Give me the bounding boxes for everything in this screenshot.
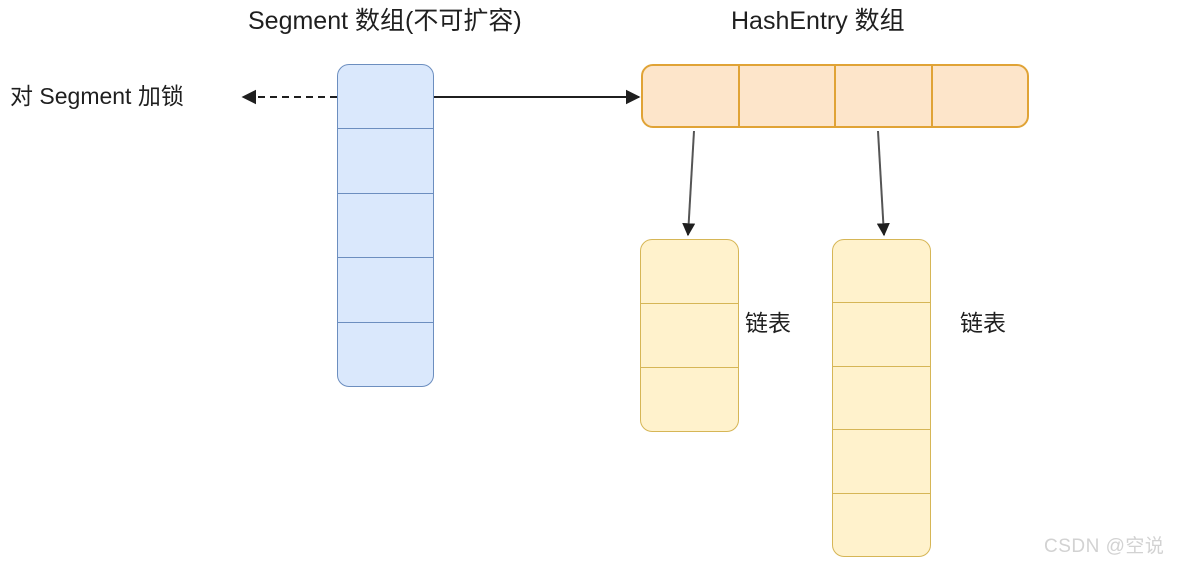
linked-list-node (833, 365, 930, 429)
lock-segment-label: 对 Segment 加锁 (10, 83, 184, 109)
segment-array-title: Segment 数组(不可扩容) (248, 7, 522, 35)
hashentry-cell (834, 66, 931, 126)
hashentry-cell3-to-list2-arrow (876, 130, 890, 237)
hashentry-cell (930, 66, 1028, 126)
segment-cell (338, 321, 433, 386)
linked-list-label-2: 链表 (960, 310, 1006, 336)
linked-list-node (833, 429, 930, 492)
hashentry-cell (643, 66, 738, 126)
segment-array (337, 64, 434, 387)
linked-list-label-1: 链表 (745, 310, 791, 336)
csdn-watermark: CSDN @空说 (1044, 536, 1165, 557)
linked-list-node (641, 367, 738, 431)
hashentry-cell1-to-list1-arrow (682, 130, 696, 237)
hashentry-array (641, 64, 1029, 128)
linked-list-1 (640, 239, 739, 432)
linked-list-2 (832, 239, 931, 557)
linked-list-node (833, 240, 930, 302)
linked-list-node (641, 240, 738, 303)
hashentry-array-title: HashEntry 数组 (731, 7, 905, 35)
segment-cell (338, 65, 433, 128)
segment-cell (338, 257, 433, 321)
linked-list-node (833, 492, 930, 556)
hashentry-cell (737, 66, 835, 126)
linked-list-node (833, 302, 930, 365)
segment-cell (338, 192, 433, 257)
segment-cell (338, 128, 433, 192)
linked-list-node (641, 303, 738, 367)
